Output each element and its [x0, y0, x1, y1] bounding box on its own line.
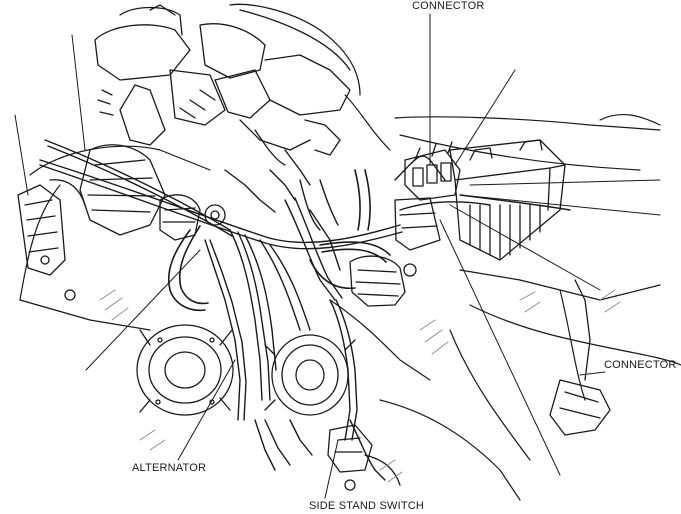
- callout-side-stand-switch: SIDE STAND SWITCH: [309, 500, 425, 512]
- shading-hatch: [99, 289, 621, 483]
- leader-connector-right: [579, 371, 606, 376]
- regulator-unit: [349, 197, 441, 307]
- connector-cluster-top: [404, 141, 461, 201]
- carburetor-bank: [94, 3, 361, 166]
- leader-right-d: [439, 219, 561, 476]
- wire-harness: [39, 139, 571, 481]
- leader-lines: [14, 13, 661, 499]
- engine-side-cover: [264, 334, 356, 416]
- callout-connector-top: CONNECTOR: [412, 0, 485, 12]
- leader-right-a: [459, 194, 661, 216]
- leader-left-c: [85, 249, 201, 371]
- alternator-cover: [136, 324, 234, 416]
- leader-left-a: [14, 114, 29, 196]
- leader-alternator: [177, 359, 236, 461]
- callout-alternator: ALTERNATOR: [132, 462, 207, 474]
- hoses: [167, 169, 391, 312]
- kick-stand: [549, 279, 611, 436]
- callout-connector-right: CONNECTOR: [604, 359, 677, 371]
- leader-connector-top-b: [454, 69, 516, 166]
- leader-right-c: [449, 204, 601, 291]
- leader-side-stand: [324, 439, 339, 499]
- frame-outline: [19, 94, 681, 501]
- side-stand-switch-area: [327, 424, 401, 491]
- leader-left-b: [71, 34, 86, 151]
- leader-right-b: [469, 179, 661, 186]
